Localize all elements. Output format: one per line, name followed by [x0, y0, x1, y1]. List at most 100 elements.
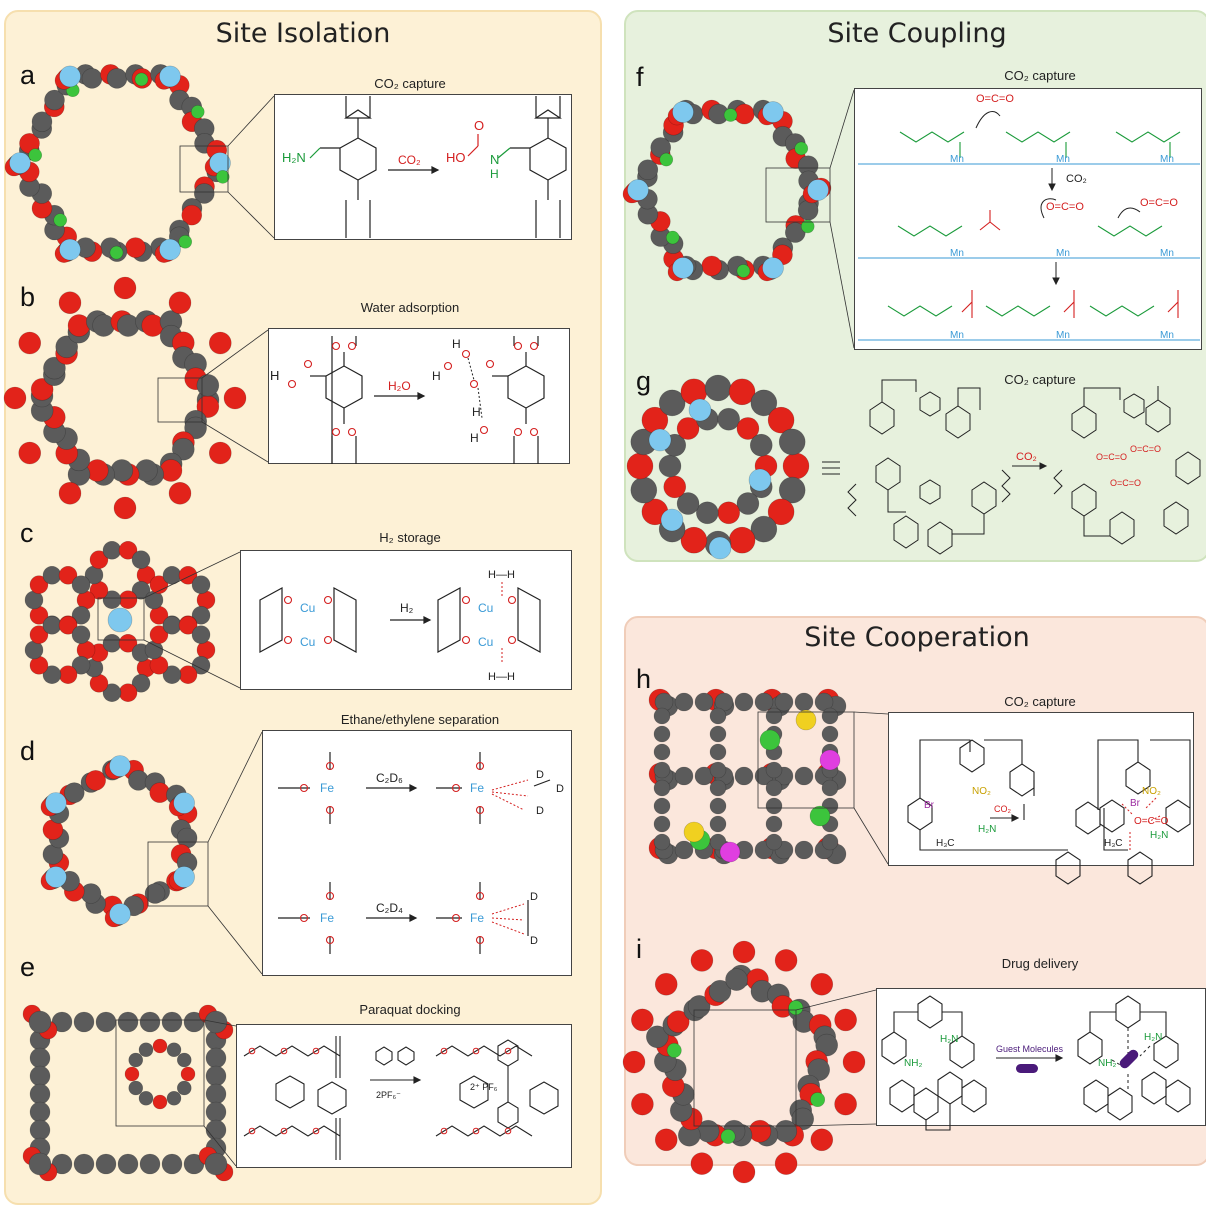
framework-c-5-atom: [162, 665, 182, 685]
framework-g-outer-atom: [767, 406, 795, 434]
scheme-f-carbamates: [961, 210, 1179, 318]
label-h-ch3: H₃C: [936, 838, 955, 849]
framework-i-outer-atom: [842, 1050, 866, 1074]
framework-g-inner-atom: [736, 492, 760, 515]
framework-a-metal: [9, 152, 31, 174]
framework-b-outer-atom: [58, 291, 82, 315]
framework-h-linker: [709, 779, 727, 797]
framework-g-metal: [748, 468, 772, 492]
framework-h-linker: [653, 725, 671, 743]
framework-c-metal: [107, 607, 133, 633]
scheme-f-diamines: [887, 131, 1181, 317]
framework-g-inner-atom: [676, 417, 700, 440]
label-d-reagent-top: C₂D₆: [376, 771, 403, 785]
framework-h-linker: [734, 766, 754, 786]
framework-g-outer-atom: [767, 498, 795, 526]
framework-b-outer-atom: [18, 441, 42, 465]
framework-g-inner-atom: [696, 501, 719, 525]
caption-a: CO₂ capture: [374, 76, 446, 91]
framework-c-5-atom: [191, 655, 211, 675]
framework-i-outer-atom: [622, 1050, 646, 1074]
framework-c-3-atom: [191, 605, 211, 625]
framework-h-linker: [674, 692, 694, 712]
framework-b-atom: [55, 335, 79, 359]
framework-h-pendant: [809, 805, 831, 827]
framework-a-atom: [181, 204, 203, 226]
framework-h-linker: [653, 779, 671, 797]
framework-c-5-atom: [191, 625, 211, 645]
framework-g-inner-atom: [736, 417, 760, 440]
framework-h-linker: [734, 692, 754, 712]
label-h-nh2-2: H₂N: [1150, 830, 1168, 841]
framework-i-outer-atom: [654, 1128, 678, 1152]
framework-e-guest-atom: [152, 1094, 168, 1110]
panel-letter-a: a: [20, 60, 36, 90]
svg-text:O=C=O: O=C=O: [1130, 444, 1161, 454]
label-b-h4: H: [472, 405, 481, 419]
framework-c-0-atom: [89, 550, 109, 570]
framework-d-metal: [109, 755, 131, 777]
scheme-f-arrows: [975, 111, 1141, 286]
label-g-reagent: CO₂: [1016, 451, 1037, 463]
scheme-c: [259, 586, 541, 654]
framework-f-atom: [784, 222, 806, 243]
framework-i-atom: [725, 968, 748, 991]
caption-e: Paraquat docking: [359, 1002, 461, 1017]
label-a-h: H: [490, 167, 499, 181]
framework-i-outer-atom: [654, 972, 678, 996]
framework-f-amine: [794, 141, 809, 156]
framework-g-metal: [660, 508, 684, 532]
framework-b-atom: [184, 416, 207, 440]
framework-f-amine: [665, 230, 680, 245]
framework-f-amine: [723, 108, 738, 122]
label-c-h2-top: H—H: [488, 569, 515, 581]
framework-d-metal: [173, 866, 195, 888]
label-f-mn8: Mn: [1056, 330, 1070, 341]
panel-letter-i: i: [636, 934, 642, 964]
framework-g-metal: [708, 536, 732, 560]
framework-i-atom: [708, 979, 732, 1003]
framework-c-3-atom: [191, 575, 211, 595]
scheme-a-amine: [309, 147, 511, 159]
scheme-g-co2: O=C=O O=C=O O=C=O: [1096, 444, 1161, 488]
framework-e-atom: [117, 1011, 139, 1033]
framework-e-node: [28, 1152, 52, 1176]
framework-c-0-atom: [131, 580, 151, 600]
scheme-a-carbamate: [467, 134, 479, 157]
framework-i-outer-atom: [732, 1160, 756, 1184]
scheme-a: [320, 96, 567, 238]
framework-a-atom: [193, 183, 215, 204]
label-d-reagent-bottom: C₂D₄: [376, 901, 403, 915]
framework-e-atom: [161, 1011, 183, 1033]
framework-c-5-atom: [178, 615, 198, 635]
scheme-h: [907, 739, 1191, 885]
framework-h-linker: [821, 779, 839, 797]
framework-e-atom: [73, 1011, 95, 1033]
framework-i-atom: [666, 1010, 690, 1033]
label-i-nh2b: H₂N: [940, 1034, 958, 1045]
label-h-co2: O=C=O: [1134, 816, 1169, 827]
panel-letter-f: f: [636, 62, 644, 92]
label-b-h: H: [270, 368, 279, 383]
framework-c-0-atom: [118, 540, 138, 560]
label-d-d3: D: [536, 805, 544, 817]
framework-d-metal: [173, 792, 195, 814]
framework-i-atom: [791, 1107, 815, 1131]
framework-a-metal: [159, 65, 181, 88]
framework-a-metal: [59, 238, 81, 261]
label-f-mn7: Mn: [950, 330, 964, 341]
framework-c-3-atom: [178, 565, 198, 585]
framework-e-guest-atom: [138, 1090, 154, 1106]
scheme-d: [278, 752, 551, 954]
framework-g-outer-atom: [778, 476, 806, 504]
framework-a-amine: [28, 148, 43, 162]
label-h-br2: Br: [1130, 798, 1141, 809]
framework-h-linker: [709, 815, 727, 833]
framework-a-atom: [31, 111, 53, 132]
framework-i-outer-atom: [774, 949, 798, 972]
label-f-reagent: CO₂: [1066, 173, 1087, 185]
scheme-f-mn-labels: Mn Mn Mn Mn Mn Mn Mn Mn Mn: [950, 154, 1174, 341]
framework-c-2-atom: [58, 565, 78, 585]
label-d-d4: D: [530, 891, 538, 903]
framework-e-guest-atom: [166, 1090, 182, 1106]
